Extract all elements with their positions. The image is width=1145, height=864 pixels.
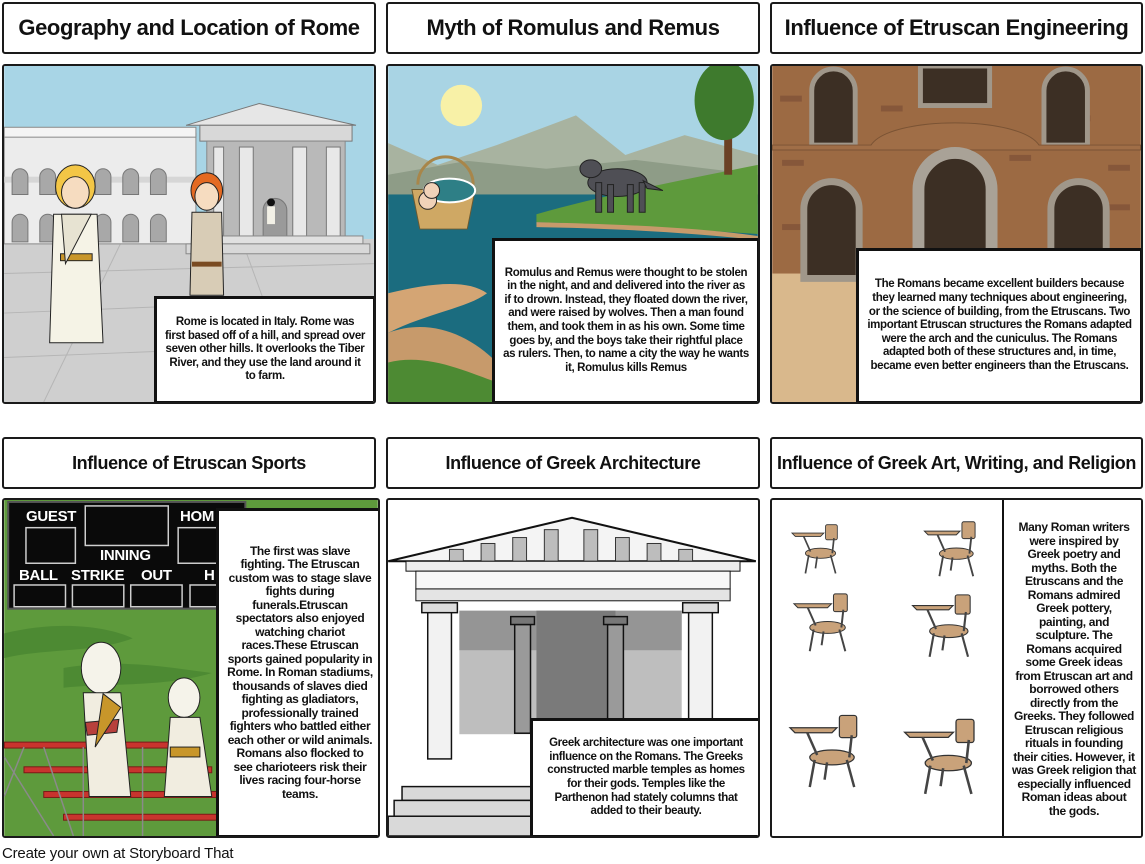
storyboard-that-credit[interactable]: Create your own at Storyboard That xyxy=(2,845,234,862)
panel-caption: Greek architecture was one important inf… xyxy=(530,718,758,836)
panel-caption: Many Roman writers were inspired by Gree… xyxy=(1002,500,1141,836)
panel-caption: The first was slave fighting. The Etrusc… xyxy=(216,508,378,836)
spectator-figures xyxy=(80,641,213,797)
panel-title-text: Influence of Etruscan Sports xyxy=(72,452,306,473)
panel-greek-architecture: Greek architecture was one important inf… xyxy=(386,498,760,838)
panel-title-romulus-remus: Myth of Romulus and Remus xyxy=(386,2,760,54)
panel-etruscan-sports: GUEST HOM INNING BALL STRIKE OUT H The f… xyxy=(2,498,380,838)
panel-title-text: Influence of Etruscan Engineering xyxy=(784,15,1129,40)
scoreboard-label-out: OUT xyxy=(141,567,172,584)
footer-link-text[interactable]: Create your own at Storyboard That xyxy=(2,845,234,862)
panel-title-greek-art: Influence of Greek Art, Writing, and Rel… xyxy=(770,437,1143,489)
panel-title-etruscan-sports: Influence of Etruscan Sports xyxy=(2,437,376,489)
panel-geography: Rome is located in Italy. Rome was first… xyxy=(2,64,376,404)
panel-caption: Rome is located in Italy. Rome was first… xyxy=(154,296,374,402)
caption-text: Romulus and Remus were thought to be sto… xyxy=(503,266,749,374)
caption-text: The Romans became excellent builders bec… xyxy=(867,278,1132,372)
caption-text: Greek architecture was one important inf… xyxy=(547,737,745,818)
panel-title-geography: Geography and Location of Rome xyxy=(2,2,376,54)
panel-romulus-remus: Romulus and Remus were thought to be sto… xyxy=(386,64,760,404)
panel-title-etruscan-engineering: Influence of Etruscan Engineering xyxy=(770,2,1143,54)
panel-caption: The Romans became excellent builders bec… xyxy=(856,248,1141,402)
scoreboard-label-guest: GUEST xyxy=(26,508,77,525)
scoreboard-label-strike: STRIKE xyxy=(71,567,125,584)
panel-title-text: Influence of Greek Architecture xyxy=(445,452,701,473)
panel-etruscan-engineering: The Romans became excellent builders bec… xyxy=(770,64,1143,404)
panel-title-greek-architecture: Influence of Greek Architecture xyxy=(386,437,760,489)
roman-man-figure xyxy=(189,172,225,296)
panel-caption: Romulus and Remus were thought to be sto… xyxy=(492,238,758,402)
caption-text: The first was slave fighting. The Etrusc… xyxy=(227,543,373,801)
caption-text: Many Roman writers were inspired by Gree… xyxy=(1012,520,1136,818)
scoreboard-label-home: HOM xyxy=(180,508,215,525)
panel-title-text: Myth of Romulus and Remus xyxy=(426,15,720,40)
panel-title-text: Influence of Greek Art, Writing, and Rel… xyxy=(776,452,1137,473)
caption-text: Rome is located in Italy. Rome was first… xyxy=(165,316,366,383)
scoreboard-label-hits: H xyxy=(204,567,215,584)
scoreboard-label-inning: INNING xyxy=(100,547,151,564)
panel-title-text: Geography and Location of Rome xyxy=(18,15,360,40)
roman-woman-figure xyxy=(49,164,104,344)
wolf-figure xyxy=(579,159,664,213)
panel-greek-art: Many Roman writers were inspired by Gree… xyxy=(770,498,1143,838)
basket-with-twins xyxy=(411,155,477,230)
stadium-illustration xyxy=(4,500,378,836)
scoreboard-label-ball: BALL xyxy=(19,567,58,584)
